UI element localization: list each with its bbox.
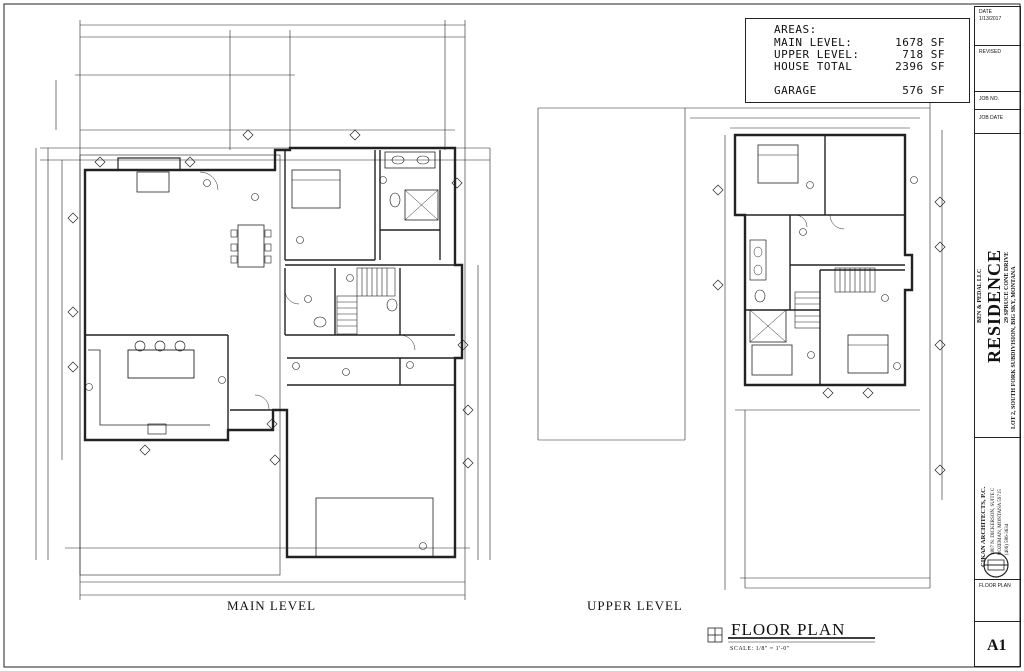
areas-table: AREAS: MAIN LEVEL:1678 SF UPPER LEVEL:71…	[745, 18, 970, 103]
project-address: 29 SPRUCE CONE DRIVE	[1004, 251, 1010, 323]
date-value: 1/13/2017	[979, 16, 1002, 22]
upper-level-plan	[537, 100, 946, 590]
architect-name: CIKAN ARCHITECTS, P.C.	[980, 486, 987, 568]
job-date-label: JOB DATE	[979, 115, 1004, 121]
architect-cell: CIKAN ARCHITECTS, P.C. 1807 N. DICKERSON…	[975, 437, 1020, 580]
job-no-cell: JOB NO.	[975, 91, 1020, 110]
areas-row: MAIN LEVEL:1678 SF	[774, 36, 945, 49]
main-level-label: MAIN LEVEL	[227, 598, 317, 613]
architect-address-2: BOZEMAN, MONTANA 59715	[998, 489, 1003, 555]
owner-name: BEN & PEDAL LLC	[977, 268, 983, 323]
sheet-title-label: FLOOR PLAN	[979, 583, 1011, 589]
date-label: DATE	[979, 9, 992, 15]
sheet-number-cell: A1	[975, 621, 1020, 666]
revised-label: REVISED	[979, 49, 1001, 55]
main-level-plan	[35, 20, 491, 600]
job-date-cell: JOB DATE	[975, 109, 1020, 134]
drawing-scale: SCALE: 1/8" = 1'-0"	[730, 646, 790, 652]
architect-address-1: 1807 N. DICKERSON, SUITE C	[991, 487, 996, 555]
job-no-label: JOB NO.	[979, 96, 1000, 102]
sheet-drawing-title: FLOOR PLAN	[731, 620, 846, 639]
architect-logo-icon	[983, 552, 1009, 578]
areas-row: UPPER LEVEL:718 SF	[774, 48, 945, 61]
areas-heading: AREAS:	[774, 23, 817, 36]
sheet-title-cell: FLOOR PLAN	[975, 579, 1020, 622]
title-block: DATE 1/13/2017 REVISED JOB NO. JOB DATE …	[974, 6, 1021, 667]
architect-phone: (406) 586-3634	[1005, 523, 1010, 555]
project-lot: LOT 2, SOUTH FORK SUBDIVISION, BIG SKY, …	[1011, 266, 1017, 429]
project-cell: BEN & PEDAL LLC RESIDENCE 29 SPRUCE CONE…	[975, 133, 1020, 438]
upper-level-label: UPPER LEVEL	[587, 598, 683, 613]
date-cell: DATE 1/13/2017	[975, 7, 1020, 46]
sheet-number: A1	[987, 637, 1007, 654]
project-name: RESIDENCE	[984, 248, 1004, 363]
revised-cell: REVISED	[975, 45, 1020, 92]
floor-plan-title-symbol	[707, 627, 875, 643]
